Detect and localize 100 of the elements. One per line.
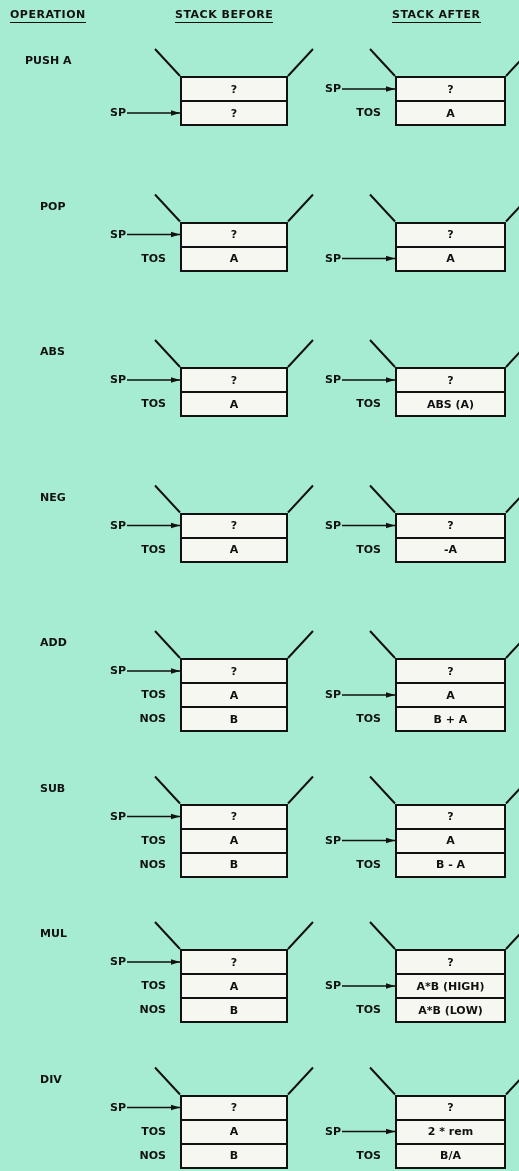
pointer-label: SP bbox=[110, 664, 126, 678]
pointer-arrow bbox=[341, 377, 396, 383]
pointer-arrow bbox=[126, 813, 181, 820]
stack-cell: A bbox=[395, 682, 506, 708]
column-header: OPERATION bbox=[10, 8, 86, 23]
stack-cell: A bbox=[180, 245, 288, 272]
operation-name: ADD bbox=[40, 636, 67, 650]
stack-cell: ? bbox=[395, 658, 506, 684]
register-label: TOS bbox=[141, 979, 166, 993]
pointer-label: SP bbox=[325, 251, 341, 266]
register-label: TOS bbox=[141, 688, 166, 702]
stack-cell: A bbox=[395, 100, 506, 126]
register-label: TOS bbox=[356, 857, 381, 872]
stack-cell: A bbox=[180, 682, 288, 708]
pointer-label: SP bbox=[325, 979, 341, 993]
pointer-label: SP bbox=[325, 833, 341, 848]
operation-name: MUL bbox=[40, 927, 67, 941]
stack-cell: A bbox=[180, 536, 288, 563]
stack-cell: B bbox=[180, 997, 288, 1023]
pointer-arrow bbox=[341, 86, 396, 92]
stack-cell: ? bbox=[180, 803, 288, 830]
pointer-arrow bbox=[341, 837, 396, 844]
stack-cell: A*B (HIGH) bbox=[395, 973, 506, 999]
operation-name: POP bbox=[40, 199, 66, 214]
stack-cell: -A bbox=[395, 536, 506, 563]
pointer-arrow bbox=[341, 522, 396, 529]
pointer-label: SP bbox=[110, 227, 126, 242]
register-label: TOS bbox=[356, 106, 381, 120]
register-label: TOS bbox=[356, 1003, 381, 1017]
stack-cell: ? bbox=[395, 803, 506, 830]
stack-cell: ? bbox=[180, 221, 288, 248]
operation-name: NEG bbox=[40, 490, 66, 505]
register-label: NOS bbox=[139, 857, 166, 872]
operation-name: DIV bbox=[40, 1072, 62, 1087]
stack-cell: B + A bbox=[395, 706, 506, 732]
stack-cell: ? bbox=[180, 1094, 288, 1121]
pointer-arrow bbox=[341, 692, 396, 698]
register-label: TOS bbox=[141, 542, 166, 557]
stack-cell: B bbox=[180, 1142, 288, 1169]
pointer-label: SP bbox=[325, 688, 341, 702]
register-label: TOS bbox=[356, 542, 381, 557]
stack-cell: ? bbox=[395, 76, 506, 102]
pointer-arrow bbox=[126, 1104, 181, 1111]
stack-cell: ? bbox=[180, 512, 288, 539]
pointer-label: SP bbox=[110, 106, 126, 120]
register-label: NOS bbox=[139, 712, 166, 726]
stack-cell: A bbox=[395, 245, 506, 272]
stack-cell: A*B (LOW) bbox=[395, 997, 506, 1023]
operation-name: ABS bbox=[40, 345, 65, 359]
stack-cell: A bbox=[395, 827, 506, 854]
pointer-arrow bbox=[126, 377, 181, 383]
pointer-label: SP bbox=[110, 518, 126, 533]
pointer-label: SP bbox=[325, 518, 341, 533]
pointer-arrow bbox=[126, 231, 181, 238]
register-label: TOS bbox=[356, 397, 381, 411]
register-label: NOS bbox=[139, 1148, 166, 1163]
operation-name: SUB bbox=[40, 781, 66, 796]
stack-cell: ? bbox=[395, 221, 506, 248]
operation-name: PUSH A bbox=[25, 54, 72, 68]
pointer-label: SP bbox=[110, 809, 126, 824]
stack-cell: ? bbox=[395, 512, 506, 539]
stack-cell: ? bbox=[395, 1094, 506, 1121]
pointer-arrow bbox=[341, 983, 396, 989]
stack-cell: B bbox=[180, 706, 288, 732]
stack-cell: ? bbox=[180, 949, 288, 975]
pointer-arrow bbox=[341, 255, 396, 262]
register-label: TOS bbox=[141, 397, 166, 411]
pointer-label: SP bbox=[110, 1100, 126, 1115]
register-label: TOS bbox=[141, 1124, 166, 1139]
stack-cell: ? bbox=[180, 367, 288, 393]
column-header: STACK BEFORE bbox=[175, 8, 274, 23]
stack-cell: A bbox=[180, 1118, 288, 1145]
pointer-arrow bbox=[126, 522, 181, 529]
stack-cell: B bbox=[180, 851, 288, 878]
register-label: TOS bbox=[356, 712, 381, 726]
pointer-label: SP bbox=[325, 373, 341, 387]
stack-cell: A bbox=[180, 391, 288, 417]
stack-cell: 2 * rem bbox=[395, 1118, 506, 1145]
pointer-label: SP bbox=[110, 955, 126, 969]
stack-cell: A bbox=[180, 973, 288, 999]
pointer-label: SP bbox=[110, 373, 126, 387]
stack-cell: ABS (A) bbox=[395, 391, 506, 417]
pointer-label: SP bbox=[325, 82, 341, 96]
register-label: TOS bbox=[141, 251, 166, 266]
pointer-arrow bbox=[126, 959, 181, 965]
pointer-label: SP bbox=[325, 1124, 341, 1139]
stack-cell: ? bbox=[395, 949, 506, 975]
stack-cell: ? bbox=[180, 658, 288, 684]
stack-cell: ? bbox=[180, 76, 288, 102]
column-header: STACK AFTER bbox=[392, 8, 481, 23]
pointer-arrow bbox=[341, 1128, 396, 1135]
register-label: TOS bbox=[356, 1148, 381, 1163]
stack-cell: B - A bbox=[395, 851, 506, 878]
register-label: TOS bbox=[141, 833, 166, 848]
stack-cell: A bbox=[180, 827, 288, 854]
stack-cell: B/A bbox=[395, 1142, 506, 1169]
pointer-arrow bbox=[126, 110, 181, 116]
stack-cell: ? bbox=[180, 100, 288, 126]
stack-cell: ? bbox=[395, 367, 506, 393]
register-label: NOS bbox=[139, 1003, 166, 1017]
